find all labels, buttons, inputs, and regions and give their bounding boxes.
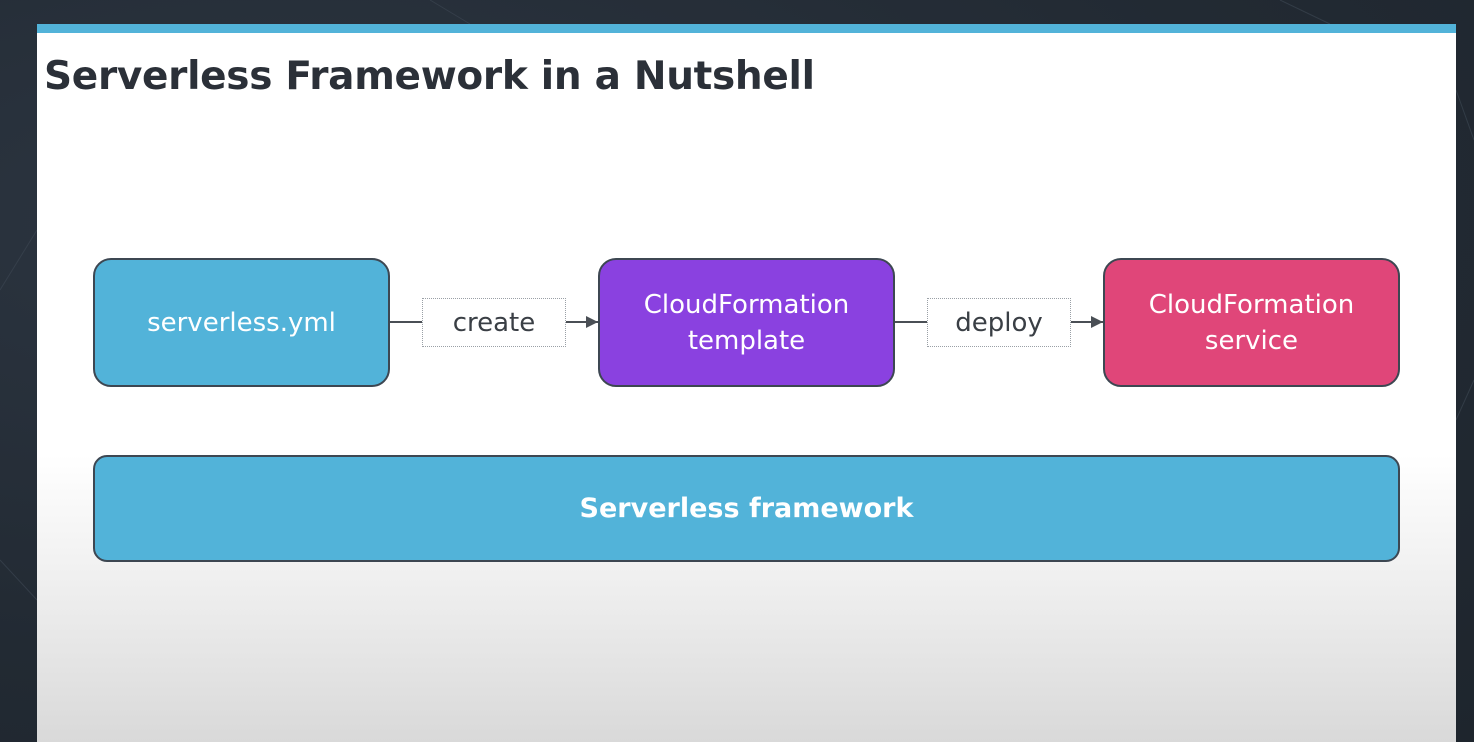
node-serverless-framework: Serverless framework <box>93 455 1400 562</box>
slide: Serverless Framework in a Nutshell serve… <box>37 24 1456 742</box>
node-cloudformation-template: CloudFormation template <box>598 258 895 387</box>
node-cloudformation-template-line2: template <box>687 325 806 356</box>
node-serverless-yml-label: serverless.yml <box>147 307 336 338</box>
arrow-head-create <box>586 316 598 328</box>
slide-title: Serverless Framework in a Nutshell <box>44 54 815 99</box>
edge-label-create: create <box>422 298 566 347</box>
node-cloudformation-service-line2: service <box>1204 325 1299 356</box>
node-cloudformation-template-line1: CloudFormation <box>643 289 850 320</box>
node-cloudformation-service: CloudFormation service <box>1103 258 1400 387</box>
arrow-head-deploy <box>1091 316 1103 328</box>
edge-label-deploy: deploy <box>927 298 1071 347</box>
node-cloudformation-service-line1: CloudFormation <box>1148 289 1355 320</box>
slide-accent-bar <box>37 24 1456 33</box>
node-serverless-yml: serverless.yml <box>93 258 390 387</box>
node-serverless-framework-label: Serverless framework <box>579 492 914 524</box>
